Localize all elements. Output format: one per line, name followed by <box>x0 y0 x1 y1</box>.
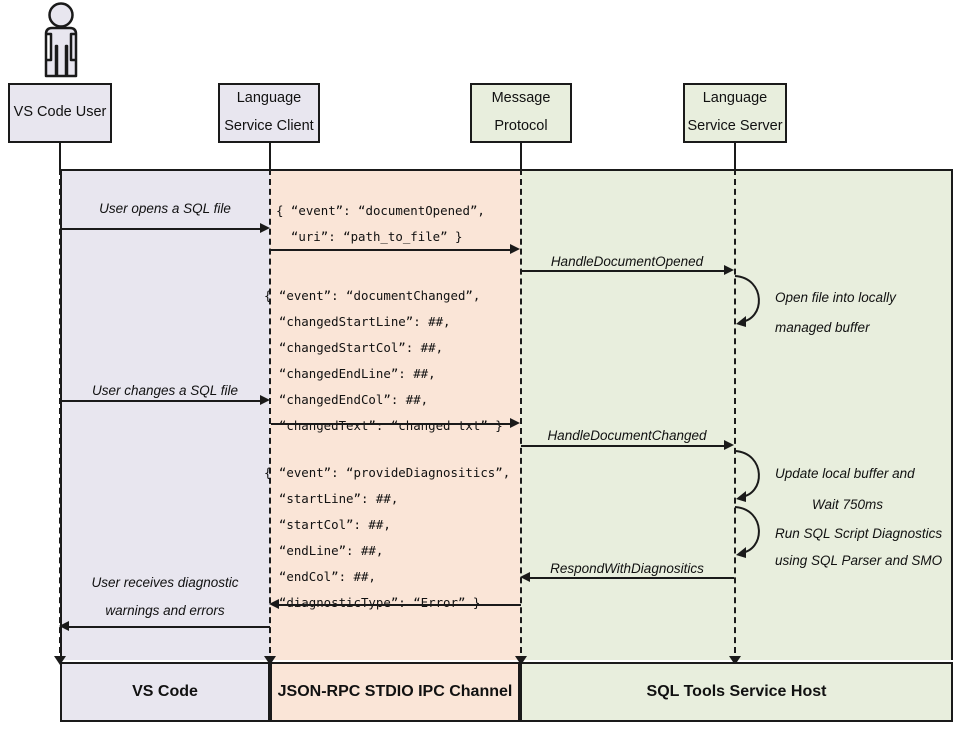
json-message-line: “diagnosticType”: “Error” } <box>264 595 481 610</box>
message-label-handle-document-changed: HandleDocumentChanged <box>547 428 707 443</box>
message-label-user-receives-line1: User receives diagnostic <box>91 575 239 590</box>
participant-label-line1: Language <box>702 90 768 107</box>
self-note-update-buffer-line2: Wait 750ms <box>812 497 884 512</box>
lifeline-stub-language-client <box>269 143 271 171</box>
lifeline-end-arrow-message-protocol <box>515 656 527 665</box>
participant-label-line1: Language <box>236 90 302 107</box>
json-message-line: “changedStartCol”: ##, <box>264 340 444 355</box>
participant-label-line2: Protocol <box>494 118 548 134</box>
lifeline-message-protocol <box>520 169 522 663</box>
participant-language-service-server[interactable]: Language Service Server <box>683 83 787 143</box>
lifeline-end-arrow-vscode-user <box>54 656 66 665</box>
message-arrowhead-user-changes <box>260 395 270 405</box>
message-label-user-opens: User opens a SQL file <box>99 201 231 216</box>
swimlane-sql-tools-host <box>520 169 953 660</box>
message-arrow-user-opens <box>60 228 262 230</box>
self-note-update-buffer-line1: Update local buffer and <box>775 466 915 481</box>
json-message-line: “endCol”: ##, <box>264 569 376 584</box>
json-message-line: “changedEndLine”: ##, <box>264 366 436 381</box>
message-arrowhead-respond-with-diagnostics <box>520 572 530 582</box>
lifeline-stub-vscode-user <box>59 143 61 171</box>
self-loop-update-buffer <box>732 447 778 510</box>
message-arrowhead-client-to-protocol-changed <box>510 418 520 428</box>
lifeline-end-arrow-language-server <box>729 656 741 665</box>
participant-label-line2: Service Server <box>687 118 783 134</box>
message-arrow-handle-document-changed <box>521 445 726 447</box>
message-arrow-protocol-to-client-diagnostics <box>279 604 521 606</box>
participant-label-line1: VS Code User <box>13 104 107 121</box>
message-arrowhead-user-receives <box>59 621 69 631</box>
json-message-line: “startCol”: ##, <box>264 517 391 532</box>
json-message-line: { “event”: “documentChanged”, <box>264 288 481 303</box>
footer-box-vs-code[interactable]: VS Code <box>60 662 270 722</box>
message-label-user-changes: User changes a SQL file <box>91 383 239 398</box>
participant-label-line1: Message <box>491 90 551 107</box>
message-arrowhead-protocol-to-client-diagnostics <box>269 599 279 609</box>
self-loop-run-diagnostics <box>732 503 778 566</box>
json-message-document-changed: { “event”: “documentChanged”, “changedSt… <box>264 283 503 439</box>
json-message-line: “endLine”: ##, <box>264 543 384 558</box>
json-message-line: { “event”: “provideDiagnositics”, <box>264 465 511 480</box>
message-arrow-respond-with-diagnostics <box>530 577 734 579</box>
json-message-line: “changedStartLine”: ##, <box>264 314 451 329</box>
message-arrowhead-handle-document-opened <box>724 265 734 275</box>
self-loop-open-file <box>732 272 778 335</box>
self-note-open-file-line2: managed buffer <box>775 320 870 335</box>
participant-message-protocol[interactable]: Message Protocol <box>470 83 572 143</box>
self-note-run-diagnostics-line2: using SQL Parser and SMO <box>775 553 943 568</box>
lifeline-stub-language-server <box>734 143 736 171</box>
message-label-handle-document-opened: HandleDocumentOpened <box>550 254 704 269</box>
json-message-line: “changedEndCol”: ##, <box>264 392 429 407</box>
swimlane-right-edge <box>951 169 953 660</box>
message-arrow-user-changes <box>60 400 262 402</box>
message-arrow-client-to-protocol-opened <box>271 249 512 251</box>
json-message-provide-diagnostics: { “event”: “provideDiagnositics”, “start… <box>264 460 510 616</box>
lifeline-stub-message-protocol <box>520 143 522 171</box>
message-label-user-receives-line2: warnings and errors <box>105 603 225 618</box>
message-label-respond-with-diagnostics: RespondWithDiagnositics <box>550 561 704 576</box>
lifeline-language-client <box>269 169 271 663</box>
participant-language-service-client[interactable]: Language Service Client <box>218 83 320 143</box>
json-message-line: “startLine”: ##, <box>264 491 399 506</box>
message-arrow-client-to-protocol-changed <box>271 423 512 425</box>
participant-vs-code-user[interactable]: VS Code User <box>8 83 112 143</box>
swimlane-vscode <box>60 169 270 660</box>
self-note-run-diagnostics-line1: Run SQL Script Diagnostics <box>775 526 943 541</box>
message-arrowhead-user-opens <box>260 223 270 233</box>
lifeline-end-arrow-language-client <box>264 656 276 665</box>
footer-label: SQL Tools Service Host <box>646 683 827 700</box>
lifeline-language-server <box>734 169 736 663</box>
self-note-open-file-line1: Open file into locally <box>775 290 896 305</box>
footer-box-json-rpc-stdio-ipc-channel[interactable]: JSON-RPC STDIO IPC Channel <box>270 662 520 722</box>
footer-label: JSON-RPC STDIO IPC Channel <box>277 683 513 700</box>
json-message-document-opened: { “event”: “documentOpened”, “uri”: “pat… <box>276 198 485 250</box>
message-arrowhead-handle-document-changed <box>724 440 734 450</box>
message-arrowhead-client-to-protocol-opened <box>510 244 520 254</box>
message-arrow-user-receives <box>69 626 270 628</box>
message-arrow-handle-document-opened <box>521 270 726 272</box>
swimlane-left-edge <box>60 169 62 660</box>
footer-label: VS Code <box>132 683 198 700</box>
actor-icon <box>28 2 94 87</box>
participant-label-line2: Service Client <box>224 118 314 134</box>
json-message-line: { “event”: “documentOpened”, <box>276 203 485 218</box>
json-message-line: “changedText”: “changed txt” } <box>264 418 503 433</box>
lifeline-vscode-user <box>59 169 61 663</box>
footer-box-sql-tools-service-host[interactable]: SQL Tools Service Host <box>520 662 953 722</box>
json-message-line: “uri”: “path_to_file” } <box>276 229 463 244</box>
